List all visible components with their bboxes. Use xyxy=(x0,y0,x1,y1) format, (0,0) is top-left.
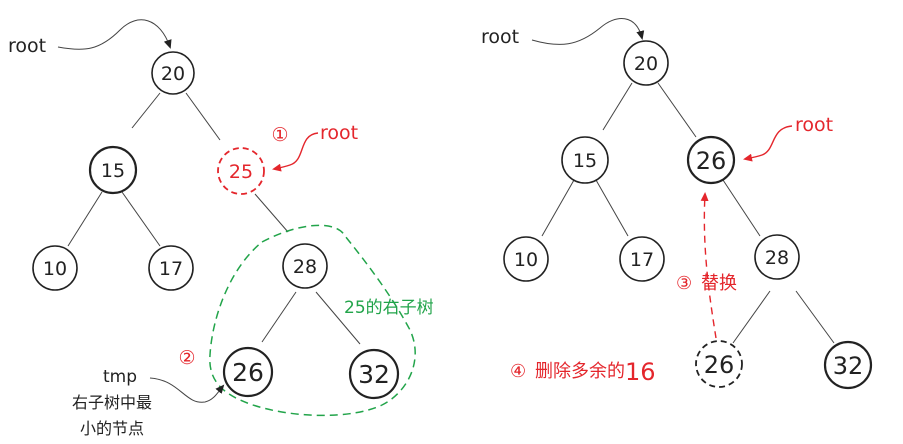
r-edge-28-32 xyxy=(795,290,835,344)
r-node-10-label: 10 xyxy=(514,249,538,271)
node-26: 26 xyxy=(222,346,274,398)
node-20: 20 xyxy=(151,51,195,95)
node-28: 28 xyxy=(282,243,328,289)
r-node-26-label: 26 xyxy=(696,147,727,175)
r-node-10: 10 xyxy=(503,236,549,282)
root-pointer-arrow xyxy=(57,19,172,50)
root-label: root xyxy=(8,35,46,57)
node-15-label: 15 xyxy=(101,160,125,182)
step4-label: 删除多余的 xyxy=(535,361,625,382)
r-node-28-label: 28 xyxy=(765,247,789,269)
node-17: 17 xyxy=(148,245,194,291)
r-node-26: 26 xyxy=(686,135,736,185)
node-32: 32 xyxy=(348,348,400,400)
step3-marker: ③ xyxy=(676,273,692,294)
r-edge-15-17 xyxy=(595,179,629,237)
step1-marker: ① xyxy=(271,124,288,146)
edge-15-17 xyxy=(121,191,161,247)
node-28-label: 28 xyxy=(293,256,317,278)
r-node-32: 32 xyxy=(823,340,873,390)
edge-15-10 xyxy=(67,191,103,247)
node-20-label: 20 xyxy=(161,63,185,85)
edge-20-25 xyxy=(185,92,221,141)
node-25-deleted: 25 xyxy=(217,147,265,195)
r-node-26-removed-label: 26 xyxy=(704,351,735,379)
r-root-pointer-arrow xyxy=(531,18,645,45)
step2-marker: ② xyxy=(178,347,195,369)
r-root-label: root xyxy=(481,26,519,48)
r-node-20-label: 20 xyxy=(634,53,658,75)
tmp-label: tmp xyxy=(103,367,137,387)
r-node-32-label: 32 xyxy=(833,352,864,380)
r-node-15-label: 15 xyxy=(573,150,597,172)
subtree-label: 25的右子树 xyxy=(344,298,434,318)
r-edge-20-15 xyxy=(602,82,633,131)
step4-marker: ④ xyxy=(510,361,526,382)
edge-28-32 xyxy=(315,291,361,345)
edge-28-26 xyxy=(261,291,297,343)
r-edge-20-26 xyxy=(657,82,697,138)
replace-arrow xyxy=(700,192,717,339)
r-node-17-label: 17 xyxy=(630,249,654,271)
step3-label: 替换 xyxy=(701,273,737,294)
node-10-label: 10 xyxy=(43,258,67,280)
r-node-28: 28 xyxy=(754,234,800,280)
r-node-15: 15 xyxy=(561,136,609,184)
r-edge-28-26old xyxy=(732,290,771,344)
r-edge-26-28 xyxy=(722,179,761,237)
left-tree: root 20 15 25 10 17 28 26 xyxy=(8,19,434,438)
node-32-label: 32 xyxy=(358,360,390,389)
node-10: 10 xyxy=(32,245,78,291)
right-tree: root 20 15 26 10 17 28 26 xyxy=(481,18,873,390)
tmp-pointer-arrow xyxy=(149,377,225,403)
r-node-20: 20 xyxy=(623,40,669,86)
r-pointer-label: root xyxy=(795,114,833,136)
node-17-label: 17 xyxy=(159,258,183,280)
step1-root-label: root xyxy=(320,122,358,144)
r-node-17: 17 xyxy=(619,236,665,282)
node-15: 15 xyxy=(88,145,138,195)
r-node-26-removed: 26 xyxy=(695,340,743,388)
edge-25-28 xyxy=(254,193,289,233)
edge-20-15 xyxy=(131,92,161,129)
tmp-desc-line2: 小的节点 xyxy=(80,419,144,438)
step4-number: 16 xyxy=(625,358,656,386)
node-26-label: 26 xyxy=(232,358,264,387)
r-pointer-arrow xyxy=(743,125,793,162)
r-edge-15-10 xyxy=(541,179,575,237)
node-25-label: 25 xyxy=(229,161,253,183)
right-subtree-outline xyxy=(209,224,416,417)
step1-arrow xyxy=(272,132,319,172)
tmp-desc-line1: 右子树中最 xyxy=(72,393,152,412)
